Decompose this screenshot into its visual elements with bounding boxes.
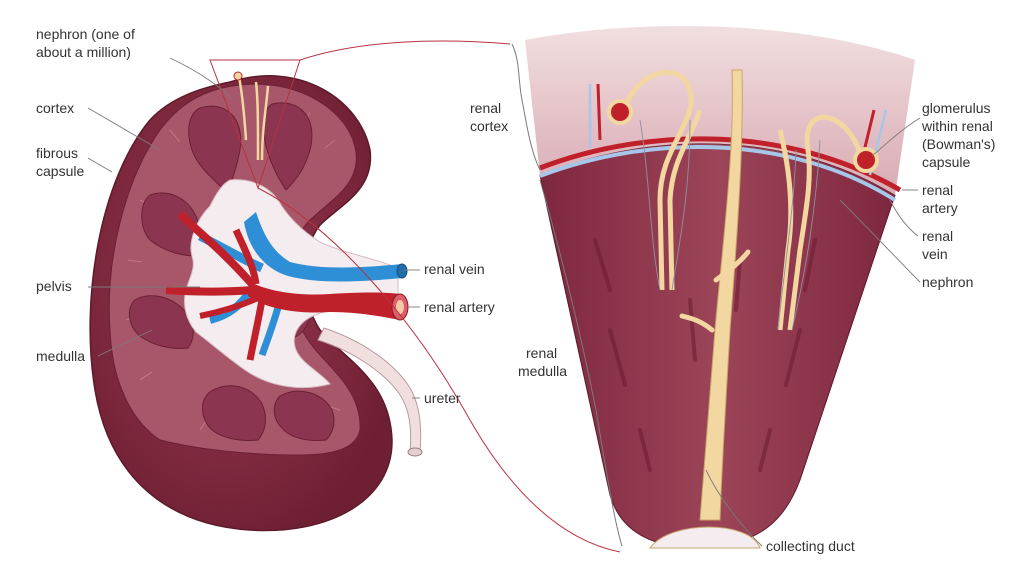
glomerulus-label-line3: (Bowman's) [922, 136, 995, 152]
magnification-connectors [257, 40, 621, 553]
nephron-wedge [209, 59, 301, 190]
collecting-duct [699, 69, 743, 521]
kidney-cross-section [89, 59, 423, 532]
fibrous-capsule-label-line1: fibrous [36, 145, 78, 161]
nephron-label-line2: about a million) [36, 44, 131, 60]
kidney-labels: nephron (one of about a million) cortex … [36, 26, 495, 406]
renal-vein-section-label-line2: vein [922, 246, 948, 262]
nephron-left [607, 70, 703, 291]
glomerulus-label-line4: capsule [922, 154, 970, 170]
renal-artery-section-label-line1: renal [922, 182, 953, 198]
renal-vein-label: renal vein [424, 261, 485, 277]
ureter-label: ureter [424, 390, 461, 406]
renal-cortex-bracket [511, 43, 541, 171]
nephron-right [777, 114, 879, 331]
renal-vein-section-label-line1: renal [922, 228, 953, 244]
renal-cortex-label-line2: cortex [470, 118, 508, 134]
renal-section-detail [525, 26, 915, 549]
section-labels: renal cortex renal medulla glomerulus wi… [470, 100, 995, 554]
renal-artery-label: renal artery [424, 299, 495, 315]
renal-medulla-bracket [539, 179, 623, 547]
leader-lines [87, 57, 921, 547]
collecting-duct-label: collecting duct [766, 538, 855, 554]
glomerulus-label-line1: glomerulus [922, 100, 990, 116]
renal-medulla-label-line1: renal [526, 345, 557, 361]
nephron-section-label: nephron [922, 274, 973, 290]
fibrous-capsule-label-line2: capsule [36, 163, 84, 179]
renal-cortex-label-line1: renal [470, 100, 501, 116]
renal-artery [165, 211, 409, 361]
cortex-label: cortex [36, 100, 74, 116]
nephron-label-line1: nephron (one of [36, 26, 135, 42]
pelvis-label: pelvis [36, 278, 72, 294]
renal-medulla-label-line2: medulla [518, 363, 567, 379]
glomerulus-label-line2: within renal [921, 118, 993, 134]
medulla-label: medulla [36, 348, 85, 364]
renal-artery-section-label-line2: artery [922, 200, 958, 216]
